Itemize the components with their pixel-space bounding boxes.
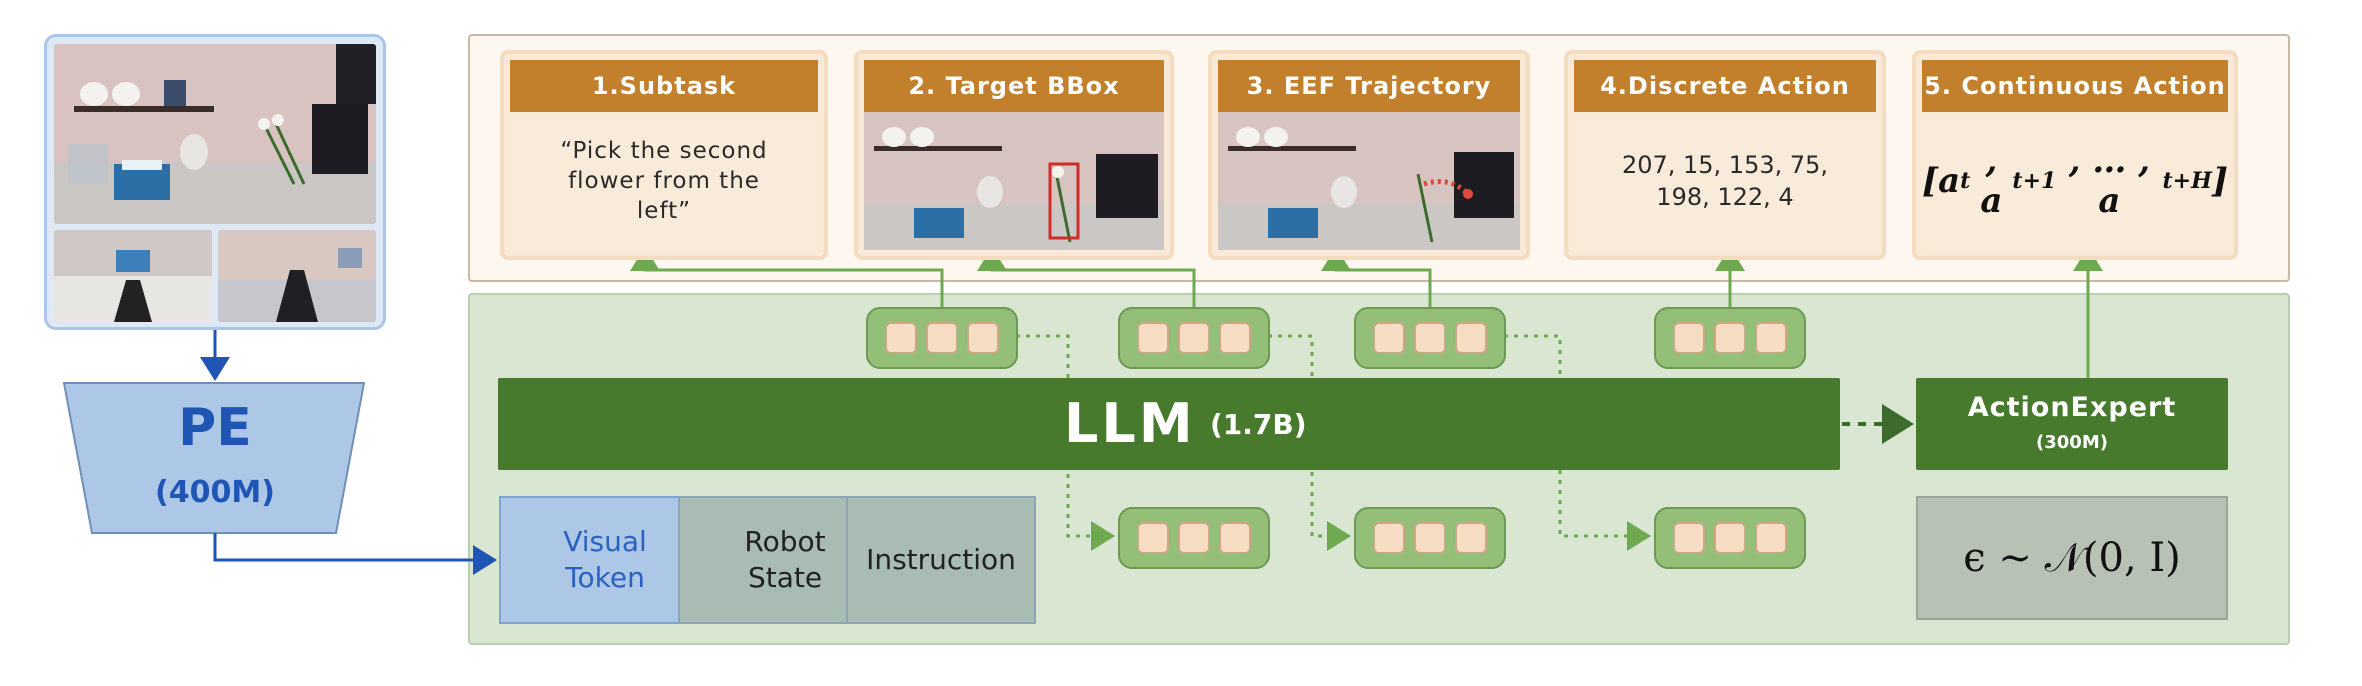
token	[1673, 322, 1705, 354]
token	[1714, 522, 1746, 554]
token	[1455, 522, 1487, 554]
token	[1373, 322, 1405, 354]
eef-trajectory-endpoint	[1463, 189, 1473, 199]
discrete-action-values: 207, 15, 153, 75, 198, 122, 4	[1574, 112, 1876, 250]
output-card-target-bbox: 2. Target BBox	[854, 50, 1174, 260]
noise-distribution-box: ϵ ∼ 𝒩(0, I)	[1916, 496, 2228, 620]
visual-token-box: Visual Token	[499, 496, 711, 624]
token	[967, 322, 999, 354]
instruction-box: Instruction	[846, 496, 1036, 624]
action-expert-size-label: (300M)	[2036, 432, 2108, 453]
arrow-pe-to-visual-token	[213, 533, 497, 575]
card-header-subtask: 1.Subtask	[510, 60, 818, 112]
action-expert-label: ActionExpert	[1967, 392, 2177, 423]
dotted-arrow-3	[1504, 334, 1651, 551]
token	[1414, 322, 1446, 354]
action-expert-block: ActionExpert (300M)	[1916, 378, 2228, 470]
camera-views-panel	[44, 34, 386, 330]
arrow-to-subtask	[630, 247, 944, 311]
token-group-bbox	[1118, 307, 1270, 369]
token-group-input-3	[1654, 507, 1806, 569]
card-header-target-bbox: 2. Target BBox	[864, 60, 1164, 112]
arrow-to-eef-trajectory	[1321, 247, 1432, 311]
token	[1373, 522, 1405, 554]
arrow-to-target-bbox	[977, 247, 1196, 311]
token	[1137, 522, 1169, 554]
pe-size-label: (400M)	[155, 475, 275, 510]
subtask-text: “Pick the second flower from the left”	[510, 112, 818, 250]
card-header-continuous-action: 5. Continuous Action	[1922, 60, 2228, 112]
token	[1178, 322, 1210, 354]
token-group-input-1	[1118, 507, 1270, 569]
token	[1219, 322, 1251, 354]
token-group-input-2	[1354, 507, 1506, 569]
token-group-trajectory	[1354, 307, 1506, 369]
target-bbox-image	[864, 112, 1164, 250]
llm-label: LLM	[1064, 392, 1196, 455]
wrist-camera-right-image	[218, 230, 376, 322]
card-header-discrete-action: 4.Discrete Action	[1574, 60, 1876, 112]
pe-encoder-block	[62, 382, 366, 534]
output-card-eef-trajectory: 3. EEF Trajectory	[1208, 50, 1530, 260]
output-card-discrete-action: 4.Discrete Action 207, 15, 153, 75, 198,…	[1564, 50, 1886, 260]
token	[885, 322, 917, 354]
llm-size-label: (1.7B)	[1210, 408, 1307, 441]
card-header-eef-trajectory: 3. EEF Trajectory	[1218, 60, 1520, 112]
token	[1137, 322, 1169, 354]
token	[1414, 522, 1446, 554]
token	[1219, 522, 1251, 554]
eef-trajectory-image	[1218, 112, 1520, 250]
token-group-subtask	[866, 307, 1018, 369]
pe-label: PE	[178, 398, 252, 458]
output-card-subtask: 1.Subtask “Pick the second flower from t…	[500, 50, 828, 260]
token	[1673, 522, 1705, 554]
token-group-discrete	[1654, 307, 1806, 369]
main-camera-image	[54, 44, 376, 224]
llm-block: LLM (1.7B)	[498, 378, 1840, 470]
token	[1714, 322, 1746, 354]
wrist-camera-left-image	[54, 230, 212, 322]
token	[1455, 322, 1487, 354]
token	[1755, 322, 1787, 354]
token	[1178, 522, 1210, 554]
token	[926, 322, 958, 354]
token	[1755, 522, 1787, 554]
target-bbox-rectangle	[1048, 162, 1080, 240]
